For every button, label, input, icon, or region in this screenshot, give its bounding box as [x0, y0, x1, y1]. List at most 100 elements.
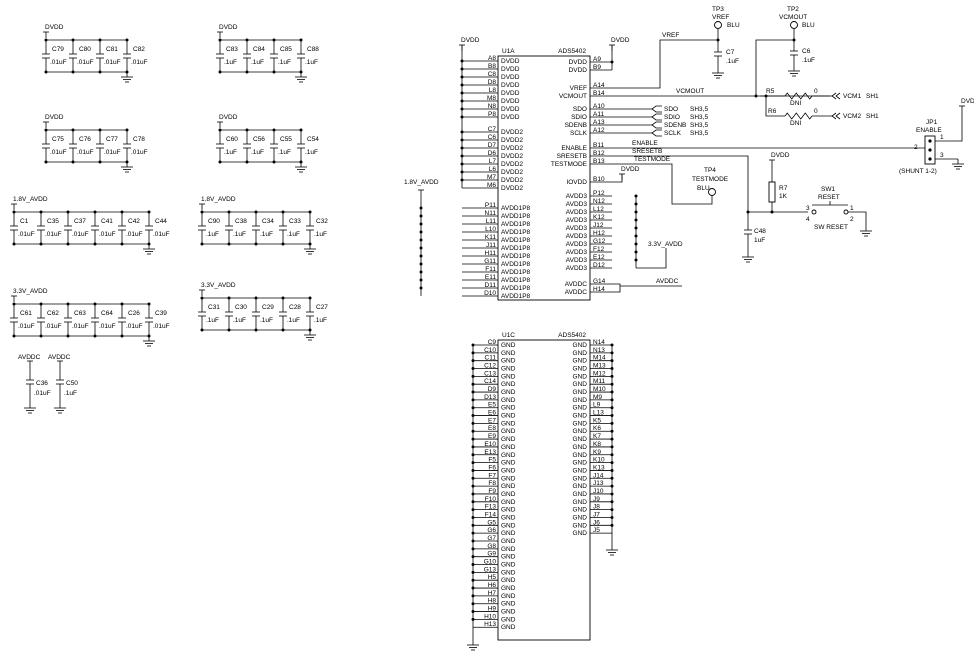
capacitor-ref: C42 — [128, 218, 140, 225]
testpoint-circle — [790, 21, 798, 29]
capacitor-value: .1uF — [305, 59, 318, 66]
jp1-pin — [928, 148, 932, 152]
offpage-net: SDIO — [664, 114, 680, 121]
u1c-pin-name: GND — [573, 413, 588, 420]
capacitor-value: .01uF — [18, 323, 35, 330]
u1c-pin-number: F8 — [488, 480, 496, 487]
u1c-pin-number: G13 — [484, 566, 497, 573]
u1a-pin-number: B13 — [593, 158, 605, 165]
u1c-pin-number: C9 — [488, 339, 497, 346]
u1a-pin-name: AVDD1P8 — [501, 253, 531, 260]
offpage-net: VCM2 — [843, 113, 861, 120]
junction-dot — [120, 210, 124, 214]
ground-symbol — [295, 162, 307, 173]
capacitor-value: .01uF — [50, 59, 67, 66]
junction-dot — [634, 226, 638, 230]
offpage-arrow — [835, 92, 841, 100]
ground-symbol — [143, 244, 155, 255]
u1c-pin-number: K13 — [593, 464, 605, 471]
u1a-pin-name: SDIO — [571, 114, 587, 121]
u1c-pin-name: GND — [573, 436, 588, 443]
capacitor-ref: C81 — [106, 46, 118, 53]
peripheral-circuits: VREFTP3VREFBLUC7.1uFVCMOUTTP2VCMOUTBLUC6… — [612, 6, 974, 263]
capacitor-bank: 1.8V_AVDDC1.01uFC35.01uFC37.01uFC41.01uF… — [10, 196, 170, 255]
u1c-pin-number: E7 — [488, 417, 496, 424]
power-net-label: DVDD — [45, 24, 64, 31]
capacitor-ref: C26 — [128, 310, 140, 317]
capacitor-value: .1uF — [287, 317, 300, 324]
u1c-pin-number: K8 — [593, 441, 601, 448]
capacitor-ref: C29 — [262, 304, 274, 311]
jp1-pin — [928, 139, 932, 143]
u1a-pin-name: AVDD3 — [566, 265, 588, 272]
capacitor-value: .1uF — [260, 317, 273, 324]
u1c-pin-number: E8 — [488, 425, 496, 432]
junction-dot — [754, 94, 758, 98]
testpoint-net: TESTMODE — [692, 176, 729, 183]
u1a-pin-name: AVDD1P8 — [501, 277, 531, 284]
junction-dot — [66, 302, 70, 306]
junction-dot — [71, 160, 75, 164]
capacitor-ref: C44 — [155, 218, 167, 225]
offpage-arrow — [831, 92, 837, 100]
junction-dot — [218, 70, 222, 74]
power-symbol: DVDD — [43, 24, 64, 38]
junction-dot — [71, 70, 75, 74]
u1a-pin-number: D6 — [488, 150, 497, 157]
u1c-pin-number: G10 — [484, 559, 497, 566]
junction-dot — [419, 286, 423, 290]
power-net-label: 3.3V_AVDD — [13, 288, 48, 295]
u1c-pin-number: F9 — [488, 488, 496, 495]
power-net-label: DVDD — [45, 114, 64, 121]
u1c-pin-number: K9 — [593, 449, 601, 456]
u1a-pin-name: DVDD — [501, 66, 520, 73]
u1c-pin-number: M10 — [593, 386, 606, 393]
u1c-pin-name: GND — [573, 514, 588, 521]
junction-dot — [12, 302, 16, 306]
capacitor-bank: 1.8V_AVDDC90.1uFC38.1uFC34.1uFC33.1uFC32… — [198, 196, 328, 255]
u1a-pin-number: E12 — [593, 254, 605, 261]
u1c-pin-number: K5 — [593, 417, 601, 424]
u1a-pin-name: AVDDC — [565, 281, 588, 288]
u1a-ref: U1A — [502, 48, 515, 55]
junction-dot — [227, 242, 231, 246]
u1a-pin-number: L10 — [485, 226, 496, 233]
u1c-pin-number: M9 — [593, 394, 602, 401]
junction-dot — [66, 334, 70, 338]
testpoint-color: BLU — [802, 22, 815, 29]
capacitor-ref: C34 — [262, 218, 274, 225]
power-symbol: 3.3V_AVDD — [11, 288, 48, 302]
power-symbol: 1.8V_AVDD — [11, 196, 48, 210]
junction-dot — [634, 202, 638, 206]
capacitor-ref: C32 — [316, 218, 328, 225]
junction-dot — [12, 334, 16, 338]
u1c-pin-name: GND — [573, 381, 588, 388]
u1c-pin-number: C11 — [485, 355, 497, 362]
u1c-pin-number: H6 — [488, 582, 497, 589]
junction-dot — [39, 210, 43, 214]
u1a-pin-name: DVDD — [501, 74, 520, 81]
capacitor-value: .01uF — [126, 231, 143, 238]
capacitor-value: .01uF — [126, 323, 143, 330]
u1a-pin-name: DVDD — [501, 106, 520, 113]
u1c-pin-name: GND — [501, 342, 516, 349]
resistor-value: 0 — [814, 108, 818, 115]
junction-dot — [200, 296, 204, 300]
junction-dot — [254, 296, 258, 300]
ground-symbol — [295, 72, 307, 83]
ground-symbol — [143, 336, 155, 347]
power-net-label: DVDD — [219, 24, 238, 31]
u1c-pin-number: G6 — [487, 527, 496, 534]
u1c-pin-name: GND — [501, 616, 516, 623]
ground-symbol — [24, 403, 36, 414]
capacitor-value: .01uF — [131, 59, 148, 66]
u1a-pin-name: AVDDC — [565, 289, 588, 296]
capacitor-ref: C77 — [106, 136, 118, 143]
u1a-pin-number: D12 — [593, 262, 605, 269]
junction-dot — [281, 242, 285, 246]
u1a-pin-number: H14 — [593, 286, 605, 293]
capacitor-ref: C63 — [74, 310, 86, 317]
junction-dot — [66, 210, 70, 214]
u1a-pin-number: D8 — [488, 79, 497, 86]
